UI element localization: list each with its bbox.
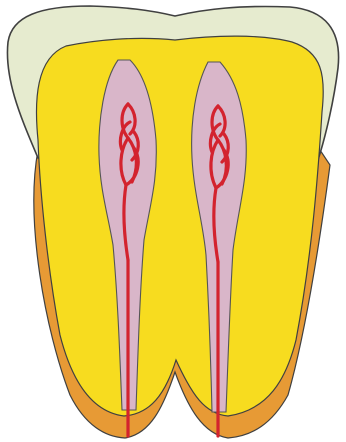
dentin-layer — [36, 36, 323, 416]
